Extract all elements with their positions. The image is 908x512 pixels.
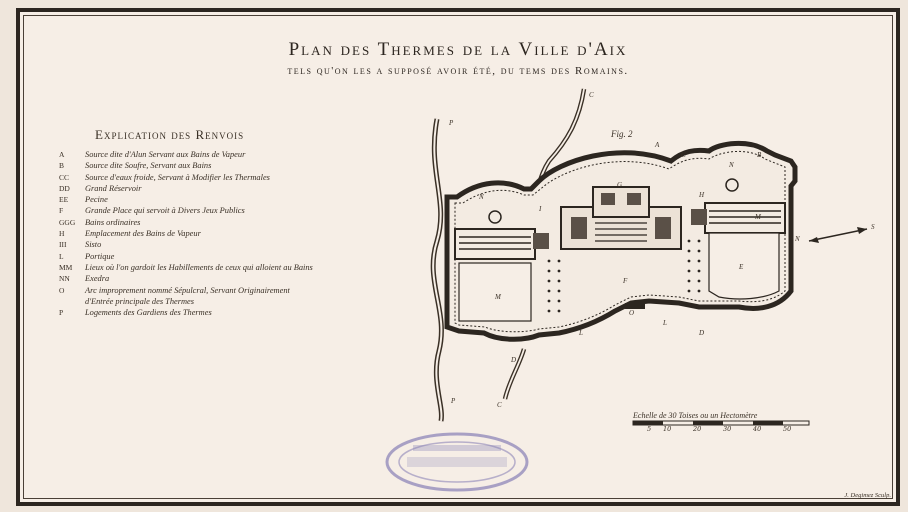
label-c-right: C [681,151,686,159]
label-n-arrow: N [795,235,800,243]
legend-entry: EE Pecine [59,194,439,205]
scale-ticks: 5 10 20 30 40 50 [633,425,813,435]
label-c-bottom: C [497,401,502,409]
label-p-bottom: P [451,397,456,405]
legend-text: Grand Réservoir [85,183,142,193]
arch-o [625,303,645,309]
label-m-left: M [495,293,501,301]
inner-frame [23,15,893,499]
legend-key: DD [59,183,70,193]
label-d-left: D [511,356,517,364]
legend-key: MM [59,262,73,272]
legend-entry: L Portique [59,251,439,262]
label-s: S [871,223,875,231]
figure-label: Fig. 2 [611,129,633,139]
legend-text: Source dite d'Alun Servant aux Bains de … [85,150,246,159]
legend-text: Logements des Gardiens des Thermes [85,308,212,318]
legend-key: O [59,285,65,295]
scale-tick-label: 5 [647,425,652,433]
legend-key: A [59,150,65,159]
label-i: I [539,205,542,213]
legend-text: Lieux où l'on gardoit les Habillements d… [85,262,313,272]
legend-key: F [59,206,64,216]
scale-tick-label: 20 [693,425,702,433]
label-n-left: N [479,193,484,201]
map-sheet: Plan des Thermes de la Ville d'Aix tels … [16,8,900,506]
legend-text: Grande Place qui servoit à Divers Jeux P… [85,206,245,216]
label-n-right: N [729,161,734,169]
legend-key: P [59,308,64,318]
label-f: F [623,277,628,285]
legend-key: GGG [59,217,76,227]
legend-entry: CC Source d'eaux froide, Servant à Modifi… [59,172,439,183]
legend-text: Exedra [85,274,110,284]
legend-entry: DD Grand Réservoir [59,183,439,194]
scale-tick-label: 10 [663,425,672,433]
label-p-top: P [449,119,454,127]
label-l-right: L [663,319,667,327]
legend-entry: O Arc improprement nommé Sépulcral, Serva… [59,285,439,296]
map-subtitle: tels qu'on les a supposé avoir été, du t… [287,65,629,77]
legend-entry: III Sisto [59,239,439,250]
legend-text: Arc improprement nommé Sépulcral, Servan… [85,285,290,295]
label-e: E [739,263,744,271]
legend-text: Portique [85,251,115,261]
library-stamp [385,432,529,492]
legend-entry: NN Exedra [59,273,439,284]
map-title: Plan des Thermes de la Ville d'Aix [288,39,628,60]
legend-entry: H Emplacement des Bains de Vapeur [59,228,439,239]
label-d-right: D [699,329,705,337]
scale-tick-label: 30 [723,425,732,433]
legend-key: EE [59,195,69,205]
legend-text: Sisto [85,240,102,250]
engraver-signature: J. Degimez Sculp. [844,492,891,499]
thermes-plan [430,88,868,426]
legend-text: Source dite Soufre, Servant aux Bains [85,161,212,171]
legend-entry: d'Entrée principale des Thermes [59,296,439,307]
label-m-right: M [755,213,761,221]
legend-entry: MM Lieux où l'on gardoit les Habillements… [59,262,439,273]
scale-tick-label: 40 [753,425,762,433]
legend-entry: F Grande Place qui servoit à Divers Jeux … [59,205,439,216]
legend-entry: P Logements des Gardiens des Thermes [59,307,439,318]
legend-entry: GGG Bains ordinaires [59,217,439,228]
legend-text: Bains ordinaires [85,217,141,227]
legend-key: H [59,229,65,239]
legend: A Source dite d'Alun Servant aux Bains de… [59,149,439,318]
legend-text: Emplacement des Bains de Vapeur [85,229,201,239]
legend-key: L [59,251,64,261]
legend-heading: Explication des Renvois [95,127,245,142]
legend-entry: B Source dite Soufre, Servant aux Bains [59,160,439,171]
label-g: G [617,181,623,189]
legend-key: CC [59,172,70,182]
label-b: B [757,151,762,159]
label-o: O [629,309,635,317]
legend-key: B [59,161,65,171]
label-c-top: C [589,91,594,99]
scale-label: Echelle de 30 Toises ou un Hectomètre [633,411,758,420]
legend-entry: A Source dite d'Alun Servant aux Bains de… [59,149,439,160]
legend-key: III [59,240,67,250]
legend-text: Source d'eaux froide, Servant à Modifier… [85,172,270,182]
label-a: A [655,141,660,149]
legend-key: NN [59,274,70,284]
legend-text: d'Entrée principale des Thermes [85,296,195,306]
label-l-left: L [579,329,583,337]
legend-text: Pecine [85,195,108,205]
scale-tick-label: 50 [783,425,792,433]
north-arrow [808,228,868,242]
label-h: H [699,191,705,199]
